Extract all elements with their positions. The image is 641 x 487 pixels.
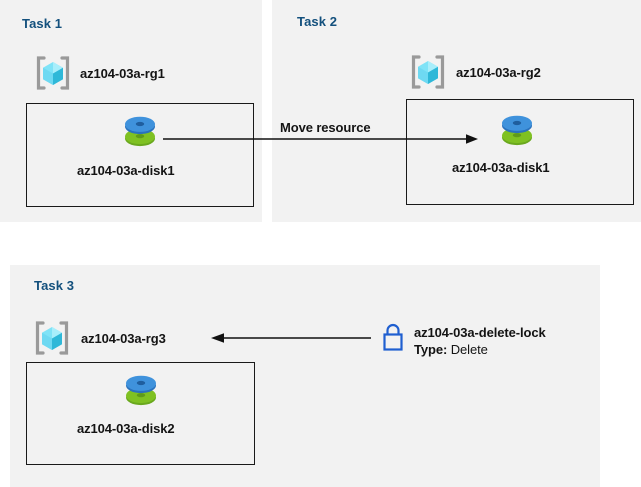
lock-icon <box>379 321 407 353</box>
delete-lock-label: az104-03a-delete-lock <box>414 325 546 340</box>
move-resource-label: Move resource <box>280 120 371 135</box>
resource-box-task-3 <box>26 362 255 465</box>
delete-lock-type: Type: Delete <box>414 342 488 357</box>
panel-task-2 <box>272 0 641 222</box>
resource-box-task-2 <box>406 99 634 205</box>
delete-lock-type-value: Delete <box>450 342 488 357</box>
resource-label-task-2: az104-03a-disk1 <box>452 160 550 175</box>
delete-lock-type-label: Type: <box>414 342 448 357</box>
move-resource-arrow <box>163 134 478 144</box>
delete-lock-arrow <box>211 333 371 343</box>
managed-disk-icon <box>496 112 538 152</box>
resource-group-label-task-3: az104-03a-rg3 <box>81 331 166 346</box>
panel-title-task-2: Task 2 <box>297 14 338 29</box>
resource-group-label-task-1: az104-03a-rg1 <box>80 66 165 81</box>
resource-group-icon <box>33 319 71 357</box>
panel-task-1 <box>0 0 262 222</box>
managed-disk-icon <box>120 372 162 412</box>
resource-group-icon <box>409 53 447 91</box>
panel-title-task-1: Task 1 <box>22 16 63 31</box>
panel-title-task-3: Task 3 <box>34 278 75 293</box>
resource-label-task-3: az104-03a-disk2 <box>77 421 175 436</box>
managed-disk-icon <box>119 113 161 153</box>
resource-group-label-task-2: az104-03a-rg2 <box>456 65 541 80</box>
resource-label-task-1: az104-03a-disk1 <box>77 163 175 178</box>
resource-group-icon <box>34 54 72 92</box>
resource-box-task-1 <box>26 103 254 207</box>
panel-task-3 <box>10 265 600 487</box>
